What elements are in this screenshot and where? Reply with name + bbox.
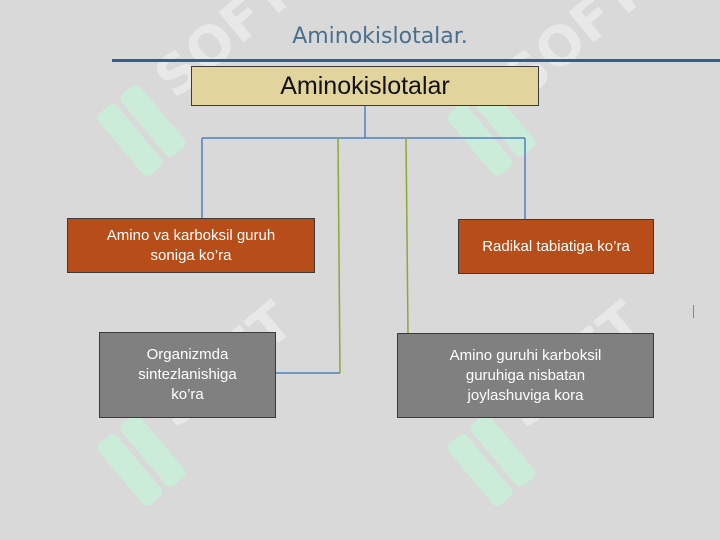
node-amino-karboksil: Amino va karboksil guruh soniga ko’ra — [67, 218, 315, 273]
node-amino-guruhi-joylashuviga: Amino guruhi karboksil guruhiga nisbatan… — [397, 333, 654, 418]
green-branch-right-connector — [405, 137, 409, 334]
slide-edge-mark — [693, 305, 694, 318]
root-node-aminokislotalar: Aminokislotalar — [191, 66, 539, 106]
node-organizmda-sintezlanishiga: Organizmda sintezlanishiga ko’ra — [99, 332, 276, 418]
slide-title: Aminokislotalar. — [292, 24, 468, 49]
title-underline — [112, 59, 720, 62]
green-branch-left-connector — [337, 137, 341, 374]
node-radikal-tabiatiga: Radikal tabiatiga ko’ra — [458, 219, 654, 274]
